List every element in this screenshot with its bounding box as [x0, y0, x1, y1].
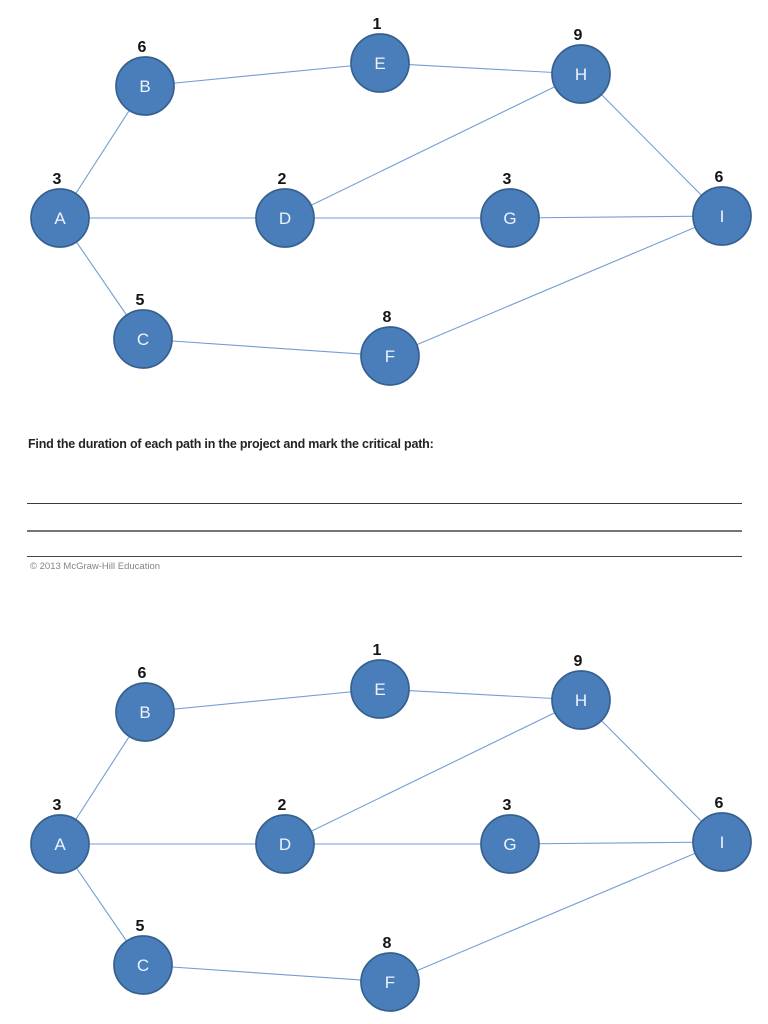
node-letter-E: E [374, 680, 385, 699]
duration-label-D: 2 [278, 171, 287, 188]
node-circle-G [480, 188, 540, 248]
duration-label-I: 6 [715, 169, 724, 186]
node-letter-C: C [137, 956, 149, 975]
node-letter-D: D [279, 209, 291, 228]
duration-label-F: 8 [383, 309, 392, 326]
edge-B-E [144, 688, 381, 713]
duration-label-E: 1 [373, 642, 382, 659]
duration-label-E: 1 [373, 16, 382, 33]
duration-label-G: 3 [503, 797, 512, 814]
node-letter-A: A [54, 835, 66, 854]
duration-label-F: 8 [383, 935, 392, 952]
node-circle-E [350, 33, 410, 93]
node-circle-A [30, 814, 90, 874]
node-letter-H: H [575, 691, 587, 710]
edge-G-I [509, 215, 723, 219]
edge-D-H [284, 73, 582, 219]
duration-label-A: 3 [53, 171, 62, 188]
edge-F-I [389, 215, 723, 357]
node-letter-D: D [279, 835, 291, 854]
duration-label-B: 6 [138, 39, 147, 56]
edge-F-I [389, 841, 723, 983]
duration-label-H: 9 [574, 653, 583, 670]
question-text: Find the duration of each path in the pr… [28, 437, 434, 451]
node-circle-F [360, 952, 420, 1012]
node-letter-B: B [139, 77, 150, 96]
edge-E-H [379, 62, 582, 75]
duration-label-B: 6 [138, 665, 147, 682]
node-letter-A: A [54, 209, 66, 228]
node-letter-G: G [503, 835, 516, 854]
node-circle-C [113, 309, 173, 369]
answer-line-1 [27, 503, 742, 504]
node-letter-H: H [575, 65, 587, 84]
answer-line-3 [27, 556, 742, 557]
edge-G-I [509, 841, 723, 845]
node-letter-F: F [385, 347, 395, 366]
node-letter-G: G [503, 209, 516, 228]
node-circle-I [692, 186, 752, 246]
node-circle-D [255, 814, 315, 874]
node-letter-C: C [137, 330, 149, 349]
edge-C-F [142, 964, 391, 983]
edge-B-E [144, 62, 381, 87]
duration-label-A: 3 [53, 797, 62, 814]
answer-line-2 [27, 530, 742, 532]
duration-label-I: 6 [715, 795, 724, 812]
edge-C-F [142, 338, 391, 357]
network-diagram-bottom: A 3 B 6C 5 D 2 E 1F 8 G 3 H 9I 6 [30, 642, 752, 1012]
node-letter-E: E [374, 54, 385, 73]
node-circle-G [480, 814, 540, 874]
duration-label-C: 5 [136, 292, 145, 309]
node-letter-I: I [720, 207, 725, 226]
copyright-text: © 2013 McGraw-Hill Education [30, 561, 161, 572]
edge-H-I [580, 73, 723, 217]
duration-label-C: 5 [136, 918, 145, 935]
node-letter-B: B [139, 703, 150, 722]
node-letter-I: I [720, 833, 725, 852]
duration-label-H: 9 [574, 27, 583, 44]
network-diagram-top: A 3 B 6C 5 D 2 E 1F 8 G 3 H 9I 6 [30, 16, 752, 386]
node-circle-F [360, 326, 420, 386]
node-circle-H [551, 44, 611, 104]
node-letter-F: F [385, 973, 395, 992]
edge-H-I [580, 699, 723, 843]
node-circle-I [692, 812, 752, 872]
node-circle-C [113, 935, 173, 995]
node-circle-D [255, 188, 315, 248]
edge-D-H [284, 699, 582, 845]
node-circle-B [115, 56, 175, 116]
duration-label-G: 3 [503, 171, 512, 188]
edge-E-H [379, 688, 582, 701]
node-circle-B [115, 682, 175, 742]
duration-label-D: 2 [278, 797, 287, 814]
node-circle-A [30, 188, 90, 248]
node-circle-H [551, 670, 611, 730]
node-circle-E [350, 659, 410, 719]
